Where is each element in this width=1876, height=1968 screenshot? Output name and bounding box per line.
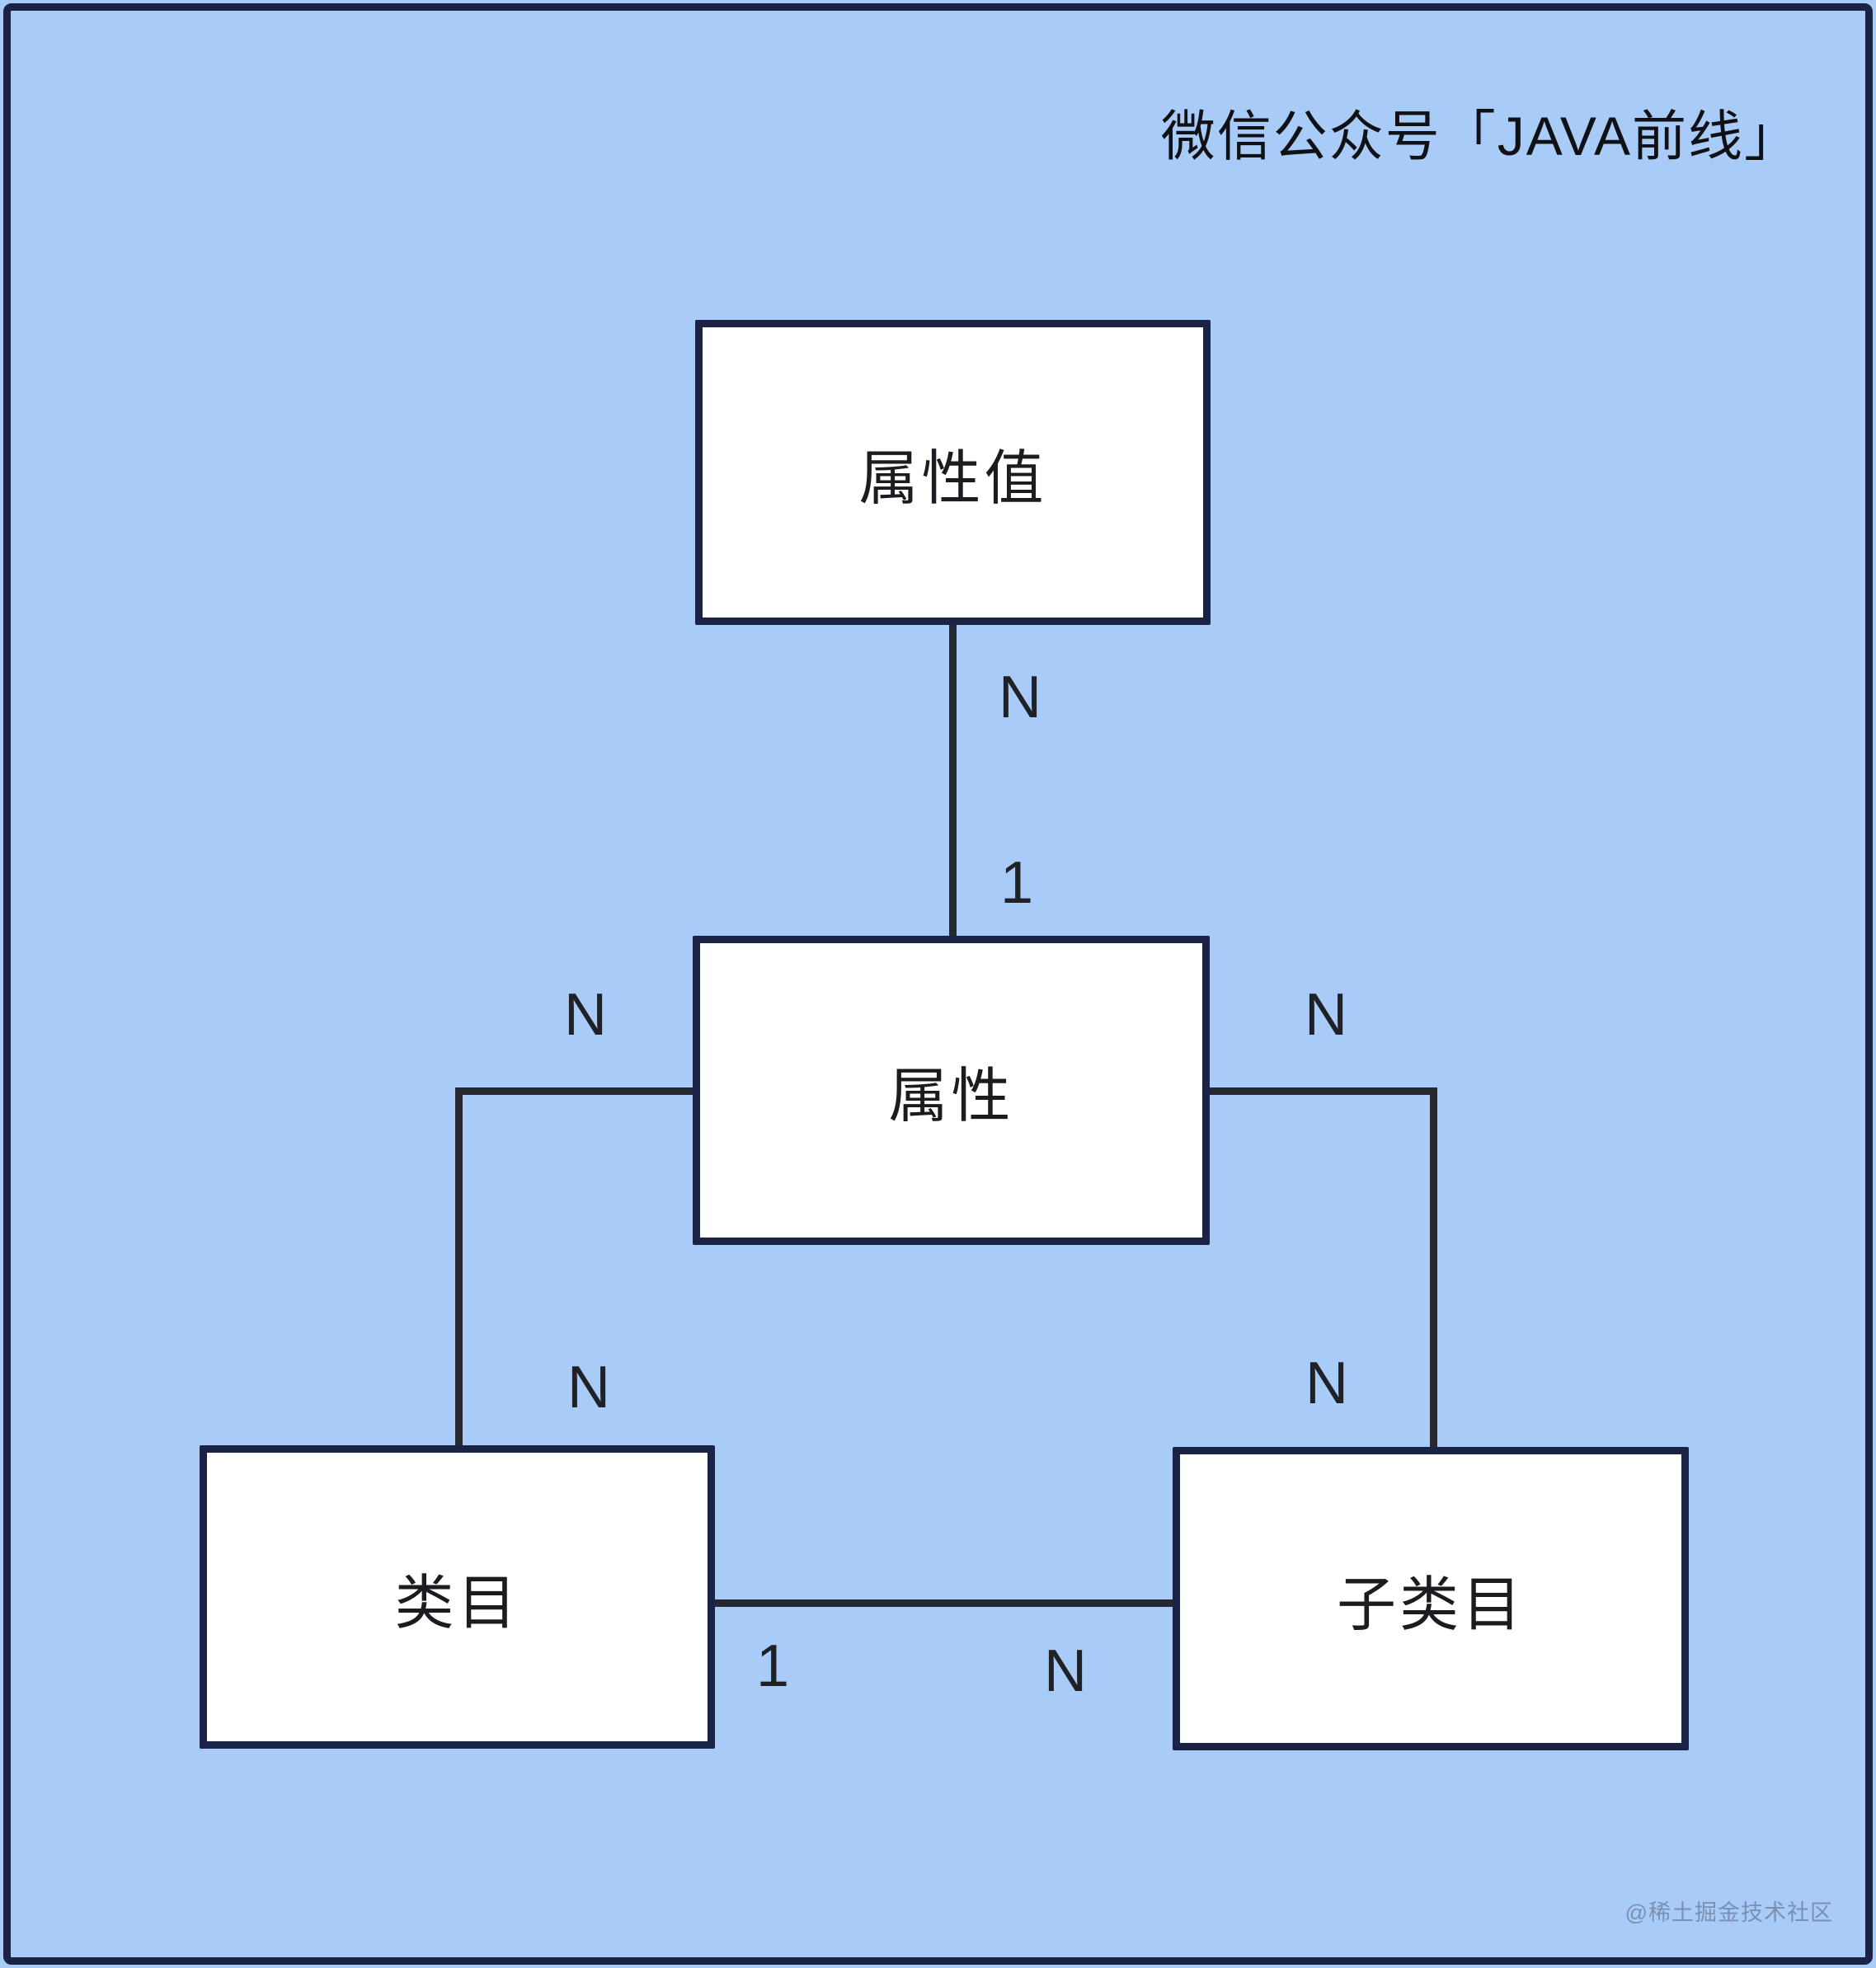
cardinality-attribute-value-side: N (999, 665, 1041, 730)
cardinality-attribute-left-side: N (564, 982, 607, 1048)
entity-attribute-value-label: 属性值 (858, 445, 1047, 512)
connector-attribute-value-to-attribute (949, 625, 957, 936)
connector-category-to-subcategory (715, 1599, 1173, 1607)
entity-attribute: 属性 (693, 936, 1210, 1245)
entity-category: 类目 (200, 1445, 715, 1749)
entity-category-label: 类目 (394, 1570, 520, 1637)
juejin-watermark: @稀土掘金技术社区 (1624, 1900, 1833, 1925)
connector-attribute-to-subcategory-horizontal (1210, 1087, 1433, 1095)
cardinality-attribute-top-side: 1 (999, 850, 1034, 916)
connector-attribute-to-category-vertical (455, 1087, 463, 1445)
entity-subcategory: 子类目 (1173, 1447, 1689, 1750)
cardinality-subcategory-top-side: N (1305, 1350, 1348, 1416)
entity-subcategory-label: 子类目 (1336, 1571, 1525, 1638)
connector-attribute-to-category-horizontal (458, 1087, 693, 1095)
entity-attribute-label: 属性 (888, 1064, 1014, 1130)
cardinality-category-bottom-side: 1 (755, 1633, 790, 1699)
entity-attribute-value: 属性值 (695, 320, 1211, 625)
connector-attribute-to-subcategory-vertical (1430, 1087, 1437, 1447)
cardinality-category-top-side: N (567, 1355, 610, 1421)
page-title: 微信公众号「JAVA前线」 (1160, 106, 1800, 167)
cardinality-subcategory-bottom-side: N (1044, 1638, 1087, 1704)
cardinality-attribute-right-side: N (1305, 982, 1347, 1048)
